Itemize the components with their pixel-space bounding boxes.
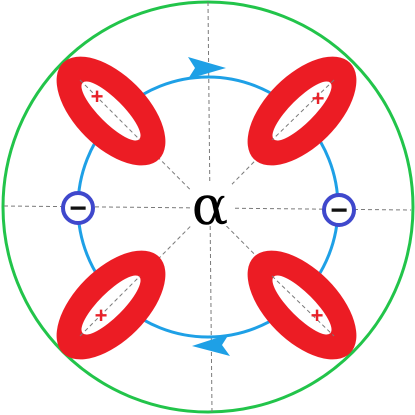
guide-lines-overlay (79, 79, 335, 337)
lobe-bottom-right-hole (272, 275, 332, 335)
center-symbol: α (192, 174, 228, 237)
center-symbol-backdrop (190, 184, 232, 226)
guide-diagonal-2-overlay (271, 79, 335, 141)
arrow-left-icon (192, 334, 230, 356)
charge-right-sign: − (330, 194, 348, 227)
charge-right-ring (322, 193, 356, 227)
guide-diagonal-3-overlay (79, 275, 141, 337)
charge-left-sign: − (69, 192, 87, 225)
arrow-right-icon (188, 57, 226, 79)
charge-right: − (322, 193, 356, 227)
plus-sign-bottom-right: + (311, 303, 324, 328)
charge-left: − (61, 191, 95, 225)
plus-sign-top-right: + (312, 86, 325, 111)
guide-diagonal-1-overlay (79, 79, 141, 141)
plus-sign-bottom-left: + (95, 303, 108, 328)
plus-sign-top-left: + (91, 84, 104, 109)
guide-diagonal-4-overlay (271, 275, 335, 337)
charge-left-ring (61, 191, 95, 225)
lobe-bottom-right (247, 250, 357, 360)
